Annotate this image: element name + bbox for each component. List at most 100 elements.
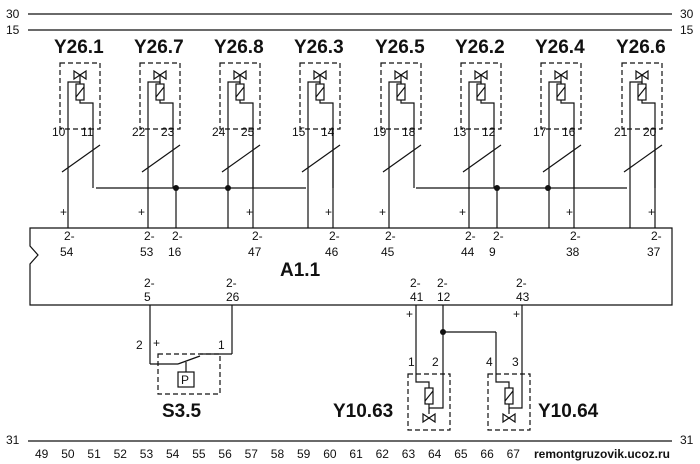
valve-label: Y26.4 — [535, 37, 585, 58]
plus-mark: + — [138, 205, 145, 219]
valve-pin-b: 14 — [321, 125, 335, 139]
module-top-pin-group: 2-54+2-53+2-162-47+2-46+2-45+2-44+2-92-3… — [60, 205, 662, 259]
valve-label: Y26.2 — [455, 37, 505, 58]
cable-break-mark — [221, 144, 261, 173]
valve-wire — [67, 81, 81, 128]
valve-wire — [495, 376, 510, 388]
scale-number: 66 — [480, 447, 494, 461]
module-pin-prefix: 2- — [493, 229, 504, 243]
module-a1-1-outline — [29, 227, 673, 306]
valve-icon — [422, 412, 436, 424]
coil-slash — [315, 86, 325, 98]
scale-number: 49 — [35, 447, 49, 461]
bus-30-label-left: 30 — [6, 7, 20, 21]
plus-mark: + — [153, 336, 160, 350]
pressure-switch-icon — [177, 371, 195, 388]
valve-wire — [508, 376, 523, 409]
scale-number: 56 — [218, 447, 232, 461]
cable-break-mark — [623, 144, 663, 173]
valve-pin-a: 21 — [614, 125, 628, 139]
valve-wire — [159, 100, 174, 128]
scale-number: 57 — [245, 447, 259, 461]
module-pin-number: 16 — [168, 245, 182, 259]
scale-number: 63 — [402, 447, 416, 461]
module-pin-prefix: 2- — [437, 276, 448, 290]
valve-wire — [307, 81, 321, 128]
valve-label: Y26.8 — [214, 37, 264, 58]
cable-break-mark — [141, 144, 181, 173]
scale-number: 55 — [192, 447, 206, 461]
module-pin-prefix: 2- — [516, 276, 527, 290]
valve-label: Y26.7 — [134, 37, 184, 58]
module-pin-prefix: 2- — [329, 229, 340, 243]
valve-wire — [468, 81, 482, 128]
coil-slash — [396, 86, 406, 98]
valve-pin-b: 25 — [241, 125, 255, 139]
valve-label: Y26.5 — [375, 37, 425, 58]
valve-dashed-box — [621, 62, 663, 130]
module-pin-number: 44 — [461, 245, 475, 259]
valve-wire — [548, 81, 562, 128]
valve-pin-b: 16 — [562, 125, 576, 139]
module-pin-prefix: 2- — [64, 229, 75, 243]
bus-30-label-right: 30 — [680, 7, 694, 21]
scale-number: 52 — [114, 447, 128, 461]
scale-number: 60 — [323, 447, 337, 461]
plus-mark: + — [60, 205, 67, 219]
coil-icon — [504, 387, 514, 405]
valve-pin-a: 4 — [486, 355, 493, 369]
watermark: remontgruzovik.ucoz.ru — [534, 447, 670, 461]
cable-break-mark — [301, 144, 341, 173]
valve-pin-a: 22 — [132, 125, 146, 139]
valve-pin-a: 24 — [212, 125, 226, 139]
valve-wire — [480, 100, 495, 128]
junction-dot — [545, 185, 551, 191]
plus-mark: + — [566, 205, 573, 219]
bus-31-label-left: 31 — [6, 433, 20, 447]
coil-slash — [637, 86, 647, 98]
valve-pin-b: 3 — [512, 355, 519, 369]
valve-wire — [388, 81, 402, 128]
valve-icon — [502, 412, 516, 424]
valve-dashed-box — [407, 373, 451, 431]
valve-pin-b: 20 — [643, 125, 657, 139]
top-valve: Y26.7 22 23 — [132, 37, 184, 228]
valve-pin-b: 23 — [161, 125, 175, 139]
valve-wire — [239, 100, 254, 128]
valve-dashed-box — [540, 62, 582, 130]
scale-number: 62 — [376, 447, 390, 461]
coil-slash — [75, 86, 85, 98]
scale-number: 54 — [166, 447, 180, 461]
module-pin-number: 46 — [325, 245, 339, 259]
valve-label: Y26.3 — [294, 37, 344, 58]
valve-wire — [629, 81, 643, 128]
valve-icon — [73, 69, 87, 81]
coil-slash — [556, 86, 566, 98]
switch-label: S3.5 — [162, 401, 202, 422]
valve-label: Y10.64 — [538, 401, 599, 422]
module-pin-number: 37 — [647, 245, 661, 259]
valve-pin-b: 18 — [402, 125, 416, 139]
coil-slash — [424, 390, 434, 402]
plus-mark: + — [379, 205, 386, 219]
valve-pin-b: 2 — [432, 355, 439, 369]
valve-dashed-box — [59, 62, 101, 130]
junction-dot — [173, 185, 179, 191]
valve-dashed-box — [460, 62, 502, 130]
valve-wire — [400, 100, 415, 128]
module-label: A1.1 — [280, 260, 321, 281]
plus-mark: + — [406, 307, 413, 321]
module-pin-prefix: 2- — [570, 229, 581, 243]
module-pin-number: 5 — [144, 290, 151, 304]
module-pin-prefix: 2- — [144, 276, 155, 290]
scale-number: 51 — [87, 447, 101, 461]
valve-pin-a: 13 — [453, 125, 467, 139]
module-pin-number: 38 — [566, 245, 580, 259]
